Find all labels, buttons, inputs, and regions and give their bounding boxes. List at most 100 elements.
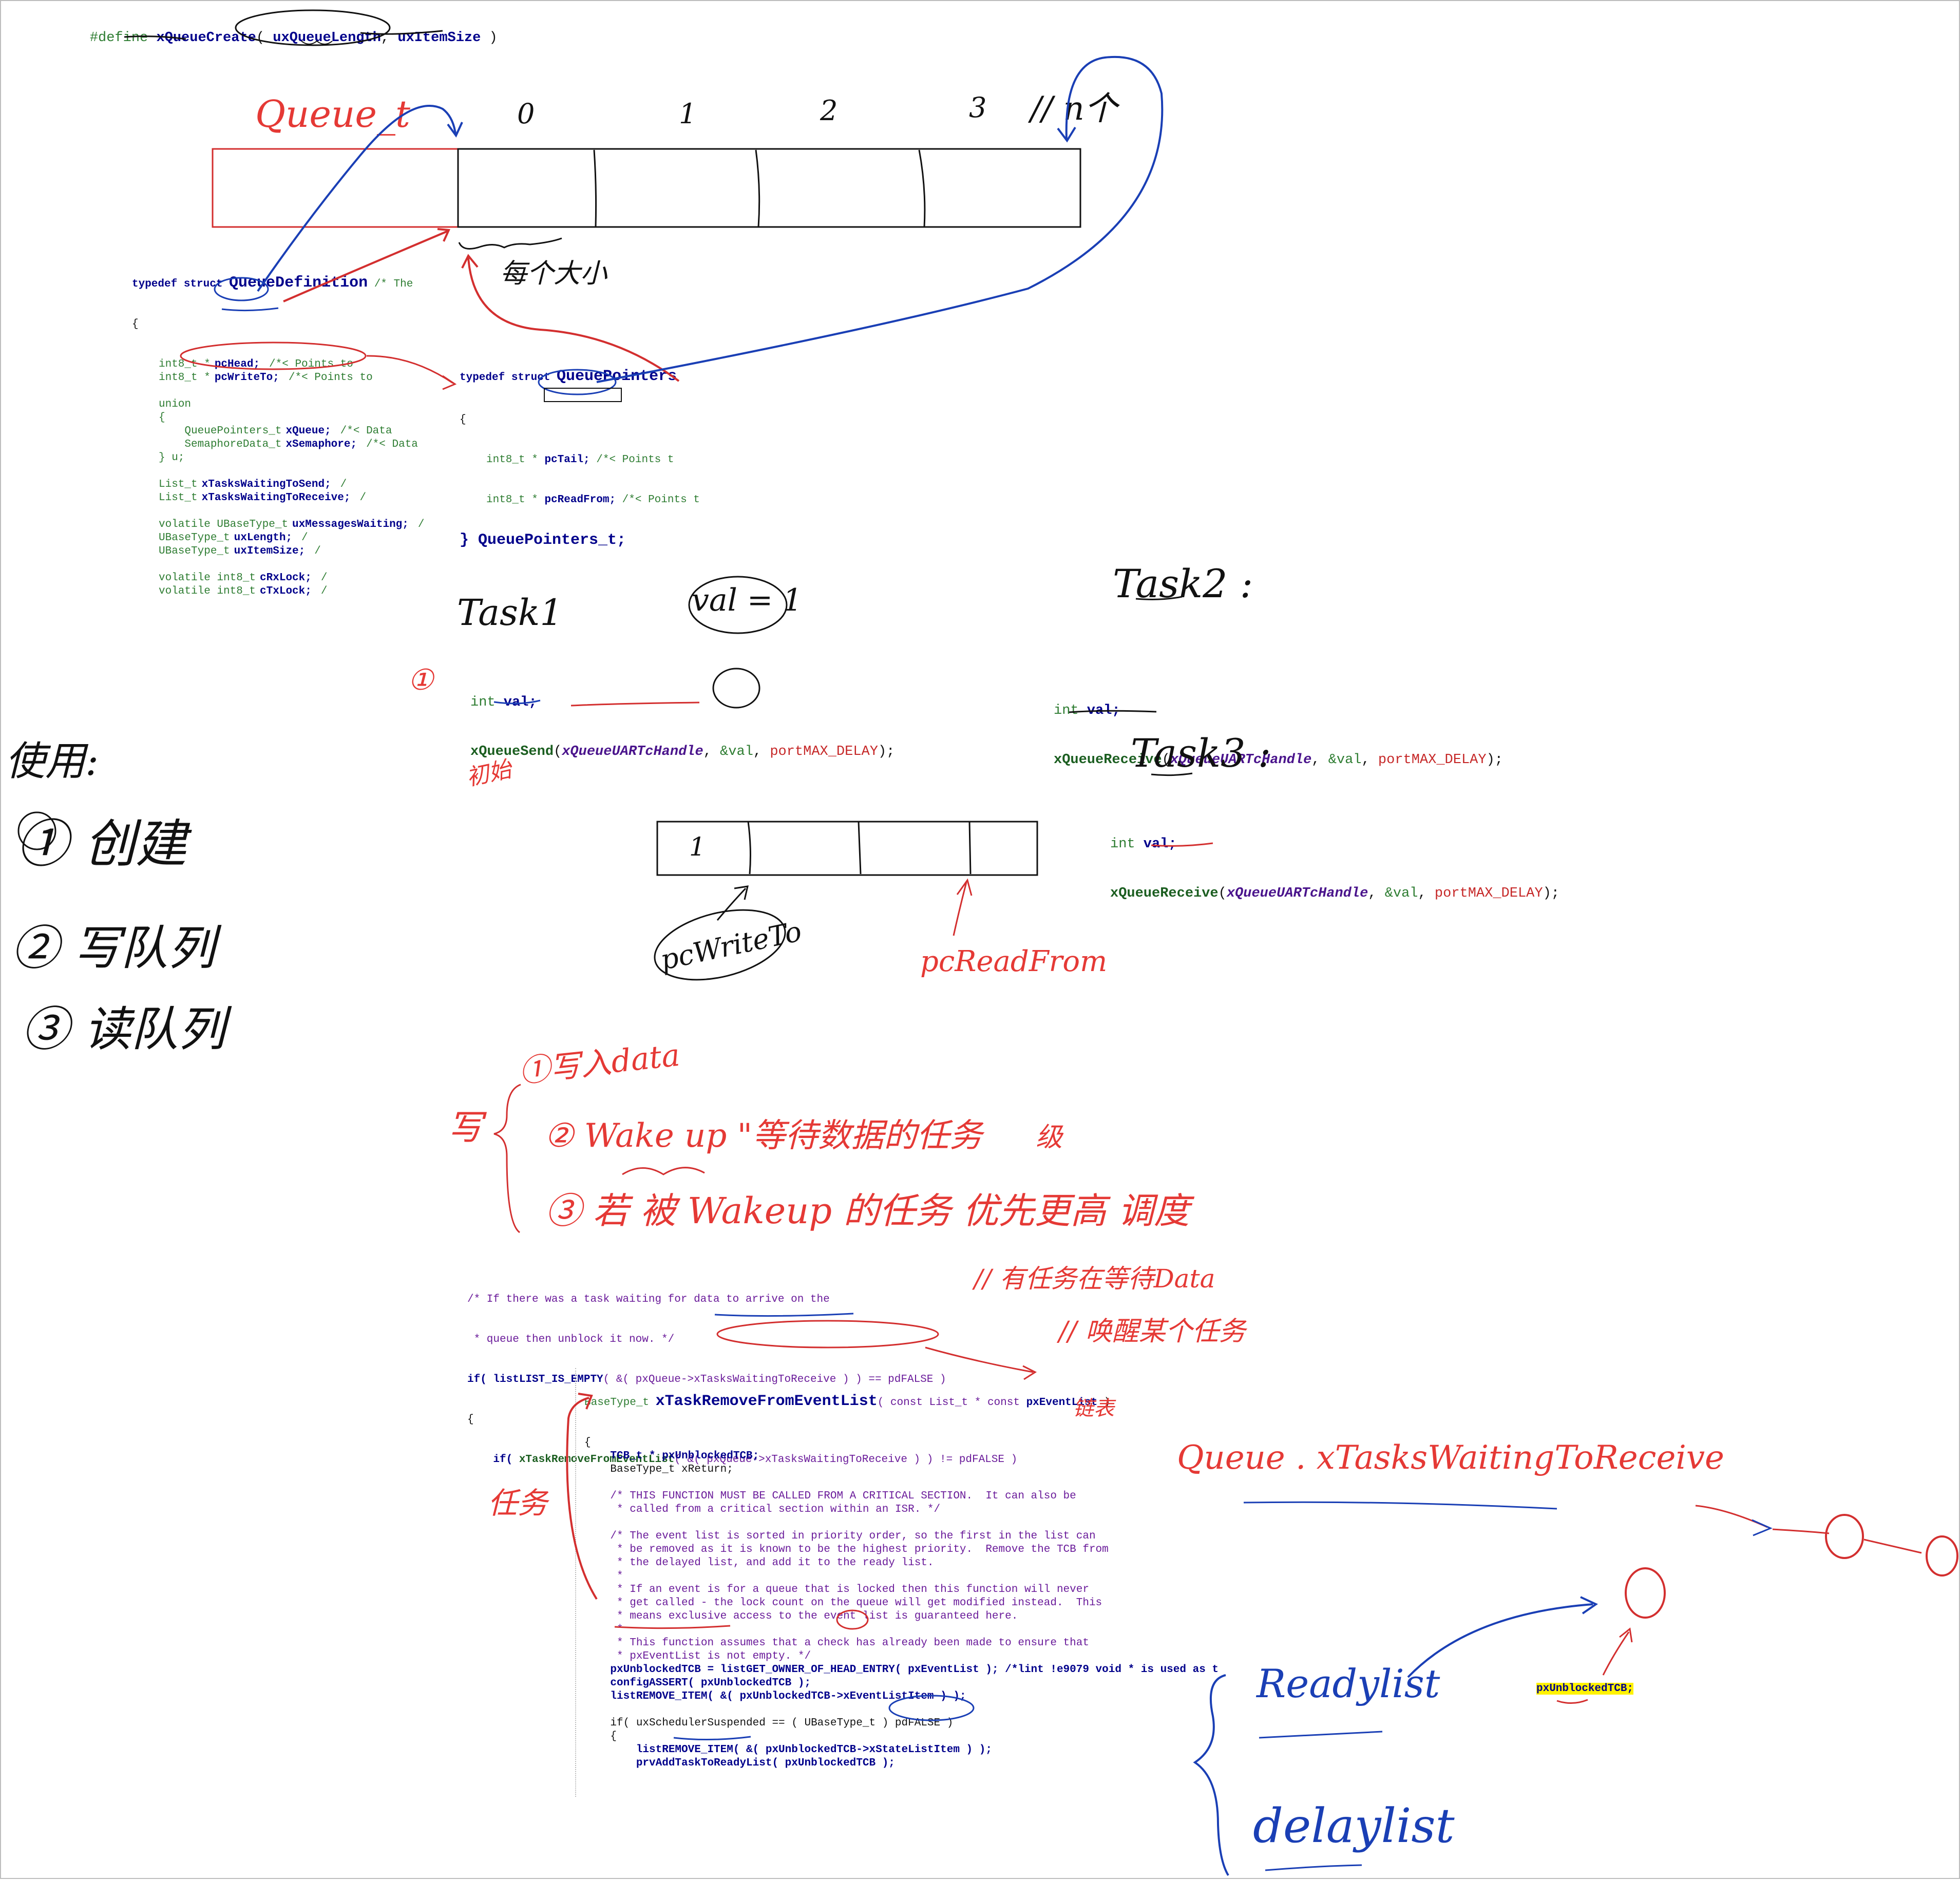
head-circle <box>836 1609 869 1630</box>
task-loop-arrowhead <box>578 1393 593 1410</box>
qp-open-brace: { <box>460 414 466 426</box>
pchead-arrow <box>257 105 456 292</box>
item-size-note: 每个大小 <box>500 258 607 289</box>
remove-fn-line: /* The event list is sorted in priority … <box>584 1530 1096 1542</box>
if-note-2: // 唤醒某个任务 <box>1059 1316 1246 1347</box>
list-node-1 <box>1825 1514 1864 1559</box>
qd-line-comment: / <box>417 519 425 530</box>
task3-decl-name: val; <box>1135 837 1177 852</box>
chain-arrow-3 <box>1863 1539 1922 1554</box>
qp-l2-type: int8_t * <box>486 494 538 506</box>
if-waiting-circle <box>716 1320 939 1349</box>
xqueue-arrowhead <box>442 375 457 390</box>
task1-call-fn: xQueueSend <box>470 744 554 759</box>
pcwriteto-underline <box>221 307 279 312</box>
write-note-2: ② Wake up "等待数据的任务 <box>544 1117 983 1155</box>
qp-close: } QueuePointers_t; <box>460 531 626 549</box>
qd-line-comment: / <box>314 545 321 557</box>
if-comment-2: * queue then unblock it now. */ <box>467 1334 675 1345</box>
delaylist-underline <box>1265 1864 1362 1871</box>
queue-divider-1 <box>593 149 597 227</box>
qp-l1-comment: /*< Points t <box>596 454 674 466</box>
define-prefix: #define <box>89 30 157 46</box>
remove-fn-line: * called from a critical section within … <box>584 1504 941 1515</box>
tcb-underline <box>614 1625 731 1629</box>
qd-line-name: xTasksWaitingToSend; <box>201 479 331 490</box>
readylist-arrowhead <box>1580 1596 1599 1615</box>
qd-line-name: xQueue; <box>286 425 331 437</box>
small-queue-cell1: 1 <box>689 832 706 862</box>
pctail-circle <box>538 369 617 395</box>
read-ptr-arrow <box>953 882 967 936</box>
remove-fn-line: * get called - the lock count on the que… <box>584 1597 1102 1609</box>
val-circle <box>688 576 788 634</box>
task3-arg3: portMAX_DELAY <box>1434 886 1543 901</box>
task3-arg1: xQueueUARTcHandle <box>1226 886 1368 901</box>
qd-line-type: volatile UBaseType_t <box>159 519 289 530</box>
tcb-squiggle <box>1556 1699 1588 1704</box>
qd-line-type: volatile int8_t <box>159 572 256 584</box>
qd-line-type: int8_t * <box>159 372 211 384</box>
qd-line-comment: /*< Data <box>366 439 418 450</box>
remove-fn-line: listREMOVE_ITEM( &( pxUnblockedTCB->xEve… <box>584 1691 966 1702</box>
task1-close: ); <box>878 744 895 759</box>
qd-line-type: } u; <box>159 452 185 464</box>
qd-line-name: cTxLock; <box>260 585 312 597</box>
write-ptr-arrow <box>716 887 747 921</box>
qd-line-type: QueuePointers_t <box>159 425 282 437</box>
task-loop-arrow <box>566 1397 598 1600</box>
task1-arg2: &val <box>720 744 753 759</box>
qd-line-name: xSemaphore; <box>286 439 357 450</box>
remove-fn-line: prvAddTaskToReadyList( pxUnblockedTCB ); <box>584 1757 895 1769</box>
arg-squiggle <box>301 40 333 45</box>
remove-fn-line: * <box>584 1570 623 1582</box>
pchead-arrowhead <box>447 122 463 138</box>
arg-circle <box>235 9 391 46</box>
queue-pointers-struct: typedef struct QueuePointers { int8_t * … <box>460 343 711 574</box>
delaylist-note: delaylist <box>1253 1798 1455 1853</box>
task3-title: Task3 : <box>1131 730 1271 776</box>
queue-index-3: 3 <box>969 91 987 124</box>
pctail-arrowhead <box>1057 126 1076 143</box>
qd-header-comment: /* The <box>374 278 413 290</box>
qp-l2-name: pcReadFrom; <box>544 494 616 506</box>
remove-sig-close: ) <box>1097 1397 1111 1409</box>
lists-brace <box>1193 1674 1229 1876</box>
task2-call-fn: xQueueReceive <box>1054 752 1162 768</box>
remove-fn-line: * means exclusive access to the event li… <box>584 1610 1018 1622</box>
remove-sig-param: pxEventList <box>1026 1397 1098 1409</box>
queue-divider-2 <box>755 149 760 227</box>
qd-line-comment: / <box>301 532 308 544</box>
qd-line-name: uxItemSize; <box>234 545 306 557</box>
task1-sep1: , <box>703 744 720 759</box>
small-divider-3 <box>968 821 972 875</box>
arg2-underline <box>360 30 443 35</box>
remove-sig-args: ( const List_t * const <box>877 1397 1026 1409</box>
qd-line: QueuePointers_t xQueue; /*< Data <box>132 425 435 438</box>
if-open-brace: { <box>467 1414 474 1426</box>
queue-waiting-list-note: Queue . xTasksWaitingToReceive <box>1177 1439 1724 1477</box>
task3-arg2: &val <box>1384 886 1418 901</box>
ready-node <box>1625 1567 1666 1619</box>
statelist-circle <box>888 1695 975 1721</box>
remove-fn-line: /* THIS FUNCTION MUST BE CALLED FROM A C… <box>584 1490 1076 1502</box>
waiting-list-underline <box>1243 1501 1557 1510</box>
task1-arg1: xQueueUARTcHandle <box>562 744 703 759</box>
write-ptr-arrowhead <box>734 885 749 900</box>
task2-decl-type: int <box>1054 703 1079 718</box>
small-divider-1 <box>747 821 751 875</box>
qd-line: int8_t *pcWriteTo;/*< Points to <box>132 371 435 385</box>
qd-line-comment: /*< Data <box>340 425 392 437</box>
queue-index-n: // n个 <box>1031 90 1117 128</box>
task2-arg1: xQueueUARTcHandle <box>1170 752 1312 768</box>
qd-line-type: volatile int8_t <box>159 585 256 597</box>
task3-title-underline <box>1151 772 1193 776</box>
write-brace <box>493 1084 521 1233</box>
remove-fn-line: * If an event is for a queue that is loc… <box>584 1584 1089 1596</box>
